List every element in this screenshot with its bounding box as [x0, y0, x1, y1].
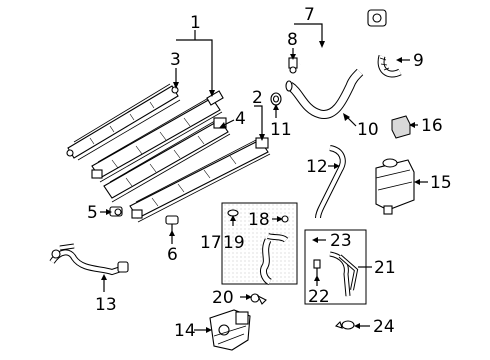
callout-22: 22 — [308, 287, 330, 307]
callout-9: 9 — [413, 51, 424, 71]
callout-6: 6 — [167, 245, 178, 265]
callout-23: 23 — [330, 231, 352, 251]
hose-assembly-part-13 — [49, 243, 129, 276]
callout-12: 12 — [306, 157, 328, 177]
hose-part-9 — [377, 55, 402, 78]
callout-1: 1 — [190, 13, 201, 33]
hose-part-7 — [299, 9, 387, 66]
callout-21: 21 — [374, 258, 396, 278]
callout-4: 4 — [235, 109, 246, 129]
callout-14: 14 — [174, 321, 196, 341]
fitting-part-22 — [313, 259, 321, 276]
hose-part-12 — [315, 145, 346, 219]
callout-labels: 1 2 3 4 5 6 7 8 9 10 11 12 13 14 15 16 1… — [87, 5, 452, 341]
callout-17: 17 — [200, 233, 222, 253]
hose-part-21 — [329, 251, 359, 297]
pump-part-14 — [209, 309, 251, 351]
panel-part-3 — [66, 83, 181, 161]
callout-16: 16 — [421, 116, 443, 136]
callout-2: 2 — [252, 88, 263, 108]
clip-part-24 — [334, 320, 355, 330]
callout-19: 19 — [223, 233, 245, 253]
callout-10: 10 — [357, 120, 379, 140]
clamp-part-20 — [250, 293, 267, 305]
callout-5: 5 — [87, 203, 98, 223]
callout-15: 15 — [430, 173, 452, 193]
leader-lines — [100, 23, 428, 333]
hose-part-10 — [285, 68, 364, 119]
radiator-part-2 — [129, 137, 271, 223]
radiator-assembly — [66, 83, 271, 223]
sensor-part-16 — [391, 115, 411, 139]
callout-7: 7 — [304, 5, 315, 25]
callout-18: 18 — [248, 210, 270, 230]
radiator-core-part-1 — [91, 90, 224, 183]
condenser-part-4 — [103, 117, 231, 203]
group-box-17 — [221, 202, 298, 285]
reservoir-part-15 — [375, 158, 415, 215]
callout-20: 20 — [212, 288, 234, 308]
bracket-part-5 — [109, 206, 123, 217]
callout-11: 11 — [270, 120, 292, 140]
clamp-part-8 — [288, 57, 298, 74]
callout-8: 8 — [287, 30, 298, 50]
callout-3: 3 — [170, 50, 181, 70]
callout-24: 24 — [373, 317, 395, 337]
cap-part-11 — [270, 92, 282, 106]
callout-13: 13 — [95, 295, 117, 315]
hose-part-17 — [260, 233, 289, 286]
